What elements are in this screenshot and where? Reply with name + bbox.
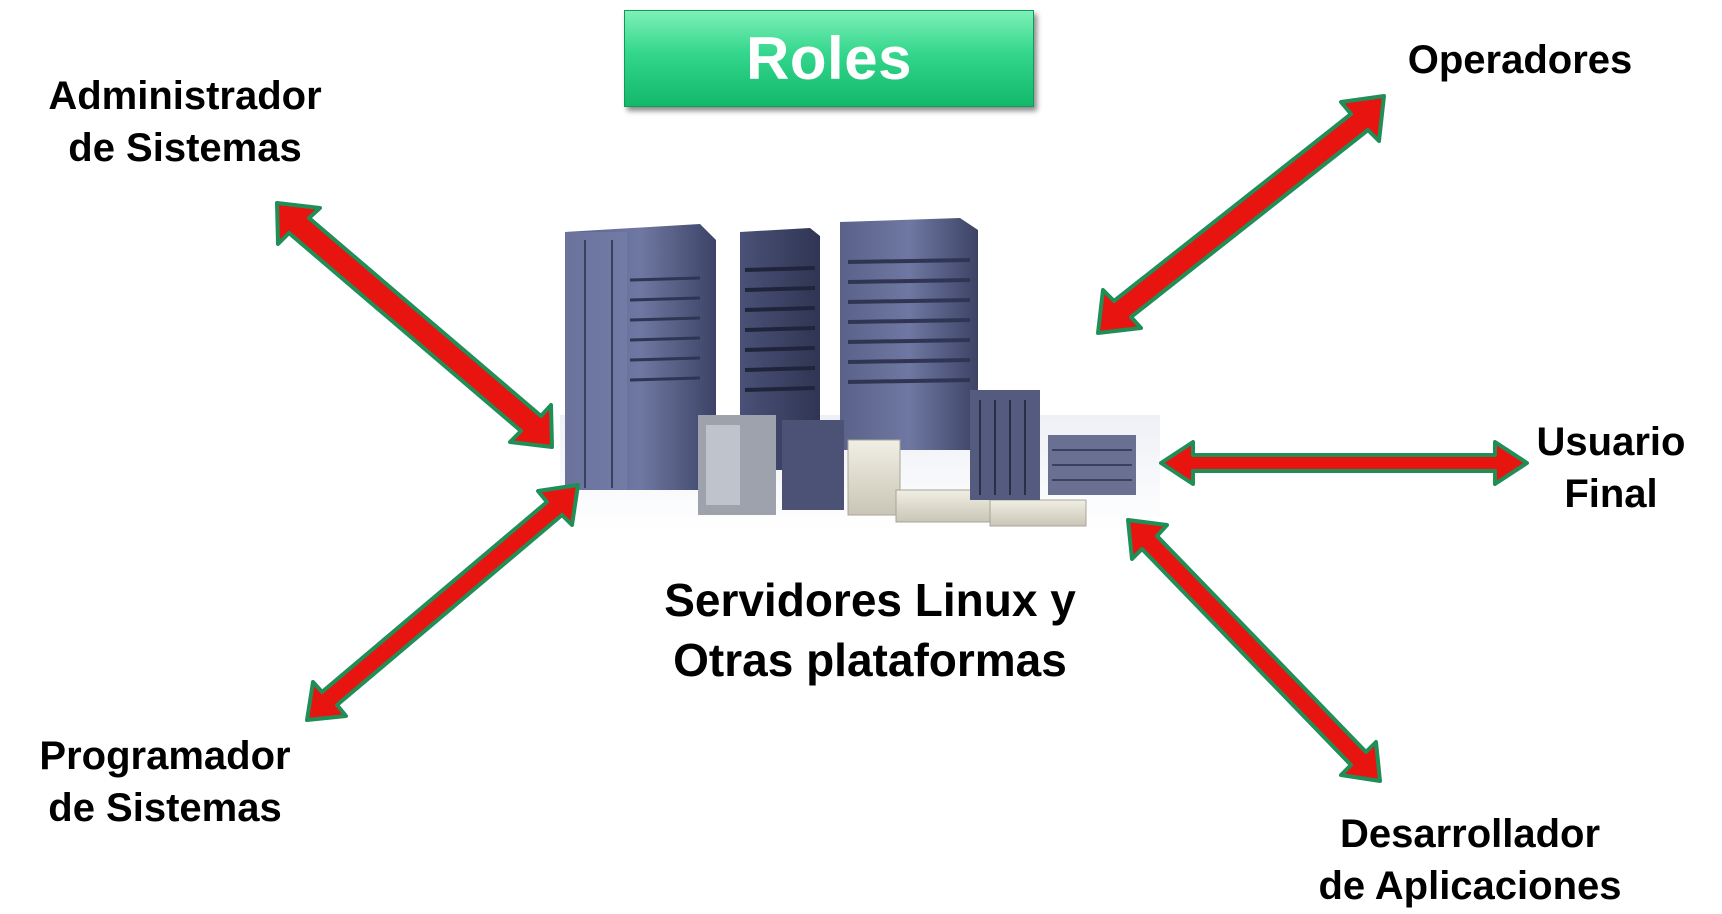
rack-tower-3	[840, 218, 978, 450]
role-desarrollador-line1: Desarrollador	[1339, 812, 1601, 856]
role-usuario-line1: Usuario	[1536, 420, 1686, 464]
arrow-usuario	[1159, 440, 1529, 486]
arrow-desarrollador	[1126, 518, 1382, 783]
role-admin-line1: Administrador	[48, 74, 322, 118]
rack-tower-1	[565, 224, 716, 490]
title-banner: Roles	[624, 10, 1034, 107]
role-admin-line2: de Sistemas	[68, 126, 302, 170]
title-text: Roles	[746, 25, 912, 92]
arrow-operadores	[1096, 94, 1386, 335]
small-servers	[698, 390, 1136, 527]
role-desarrollador: Desarrollador de Aplicaciones	[1270, 808, 1670, 912]
center-caption-line1: Servidores Linux y	[664, 574, 1076, 626]
role-operadores: Operadores	[1360, 34, 1680, 86]
role-operadores-line1: Operadores	[1407, 38, 1633, 82]
role-programador-line1: Programador	[39, 734, 291, 778]
role-desarrollador-line2: de Aplicaciones	[1318, 864, 1622, 908]
role-programador-line2: de Sistemas	[48, 786, 282, 830]
role-usuario: Usuario Final	[1500, 416, 1722, 520]
rack-tower-2	[740, 228, 820, 470]
arrow-programador	[305, 483, 580, 722]
role-usuario-line2: Final	[1564, 472, 1658, 516]
center-caption: Servidores Linux y Otras plataformas	[600, 570, 1140, 690]
arrow-admin	[275, 201, 554, 449]
role-admin: Administrador de Sistemas	[20, 70, 350, 174]
center-caption-line2: Otras plataformas	[673, 634, 1067, 686]
role-programador: Programador de Sistemas	[0, 730, 330, 834]
